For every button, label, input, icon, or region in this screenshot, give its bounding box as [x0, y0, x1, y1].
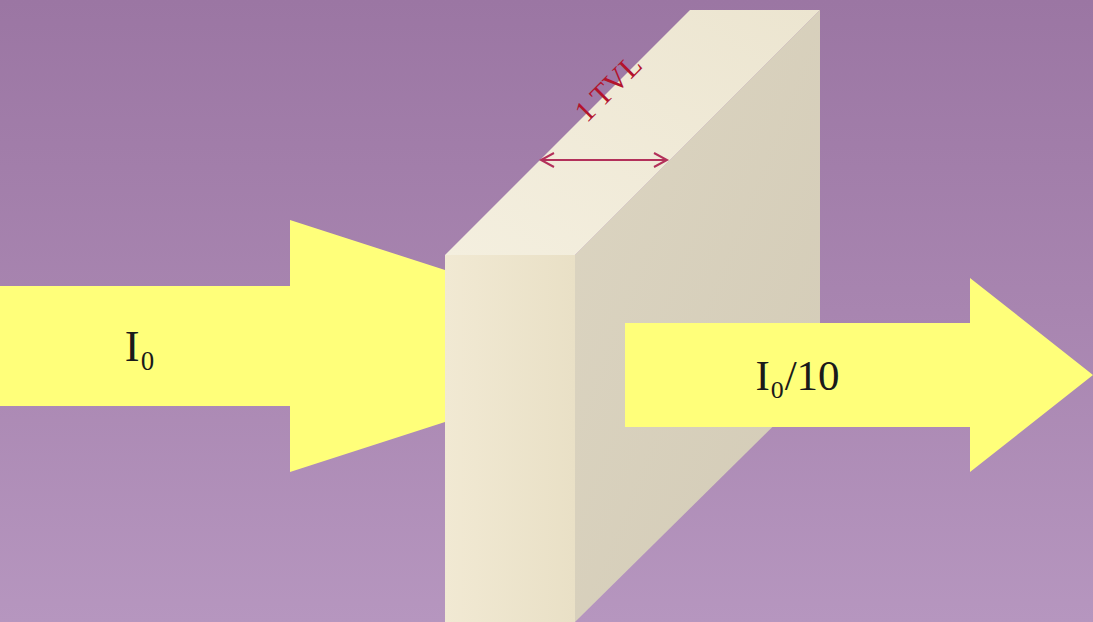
slab-top-face	[445, 10, 820, 255]
arrow-fill	[0, 220, 445, 472]
slab-front-face	[445, 255, 575, 622]
thickness-arrow	[541, 153, 667, 167]
incident-beam-arrow: I₀	[0, 220, 445, 472]
arrow-shape	[0, 220, 445, 472]
intensity-label: I₀	[20, 286, 260, 406]
transmitted-beam-arrow: I₀/10	[625, 278, 1093, 472]
arrow-fill	[625, 278, 1093, 472]
intensity-label: I₀/10	[625, 323, 970, 427]
arrow-shape	[625, 278, 1093, 472]
thickness-label: 1 TVL	[568, 48, 649, 129]
